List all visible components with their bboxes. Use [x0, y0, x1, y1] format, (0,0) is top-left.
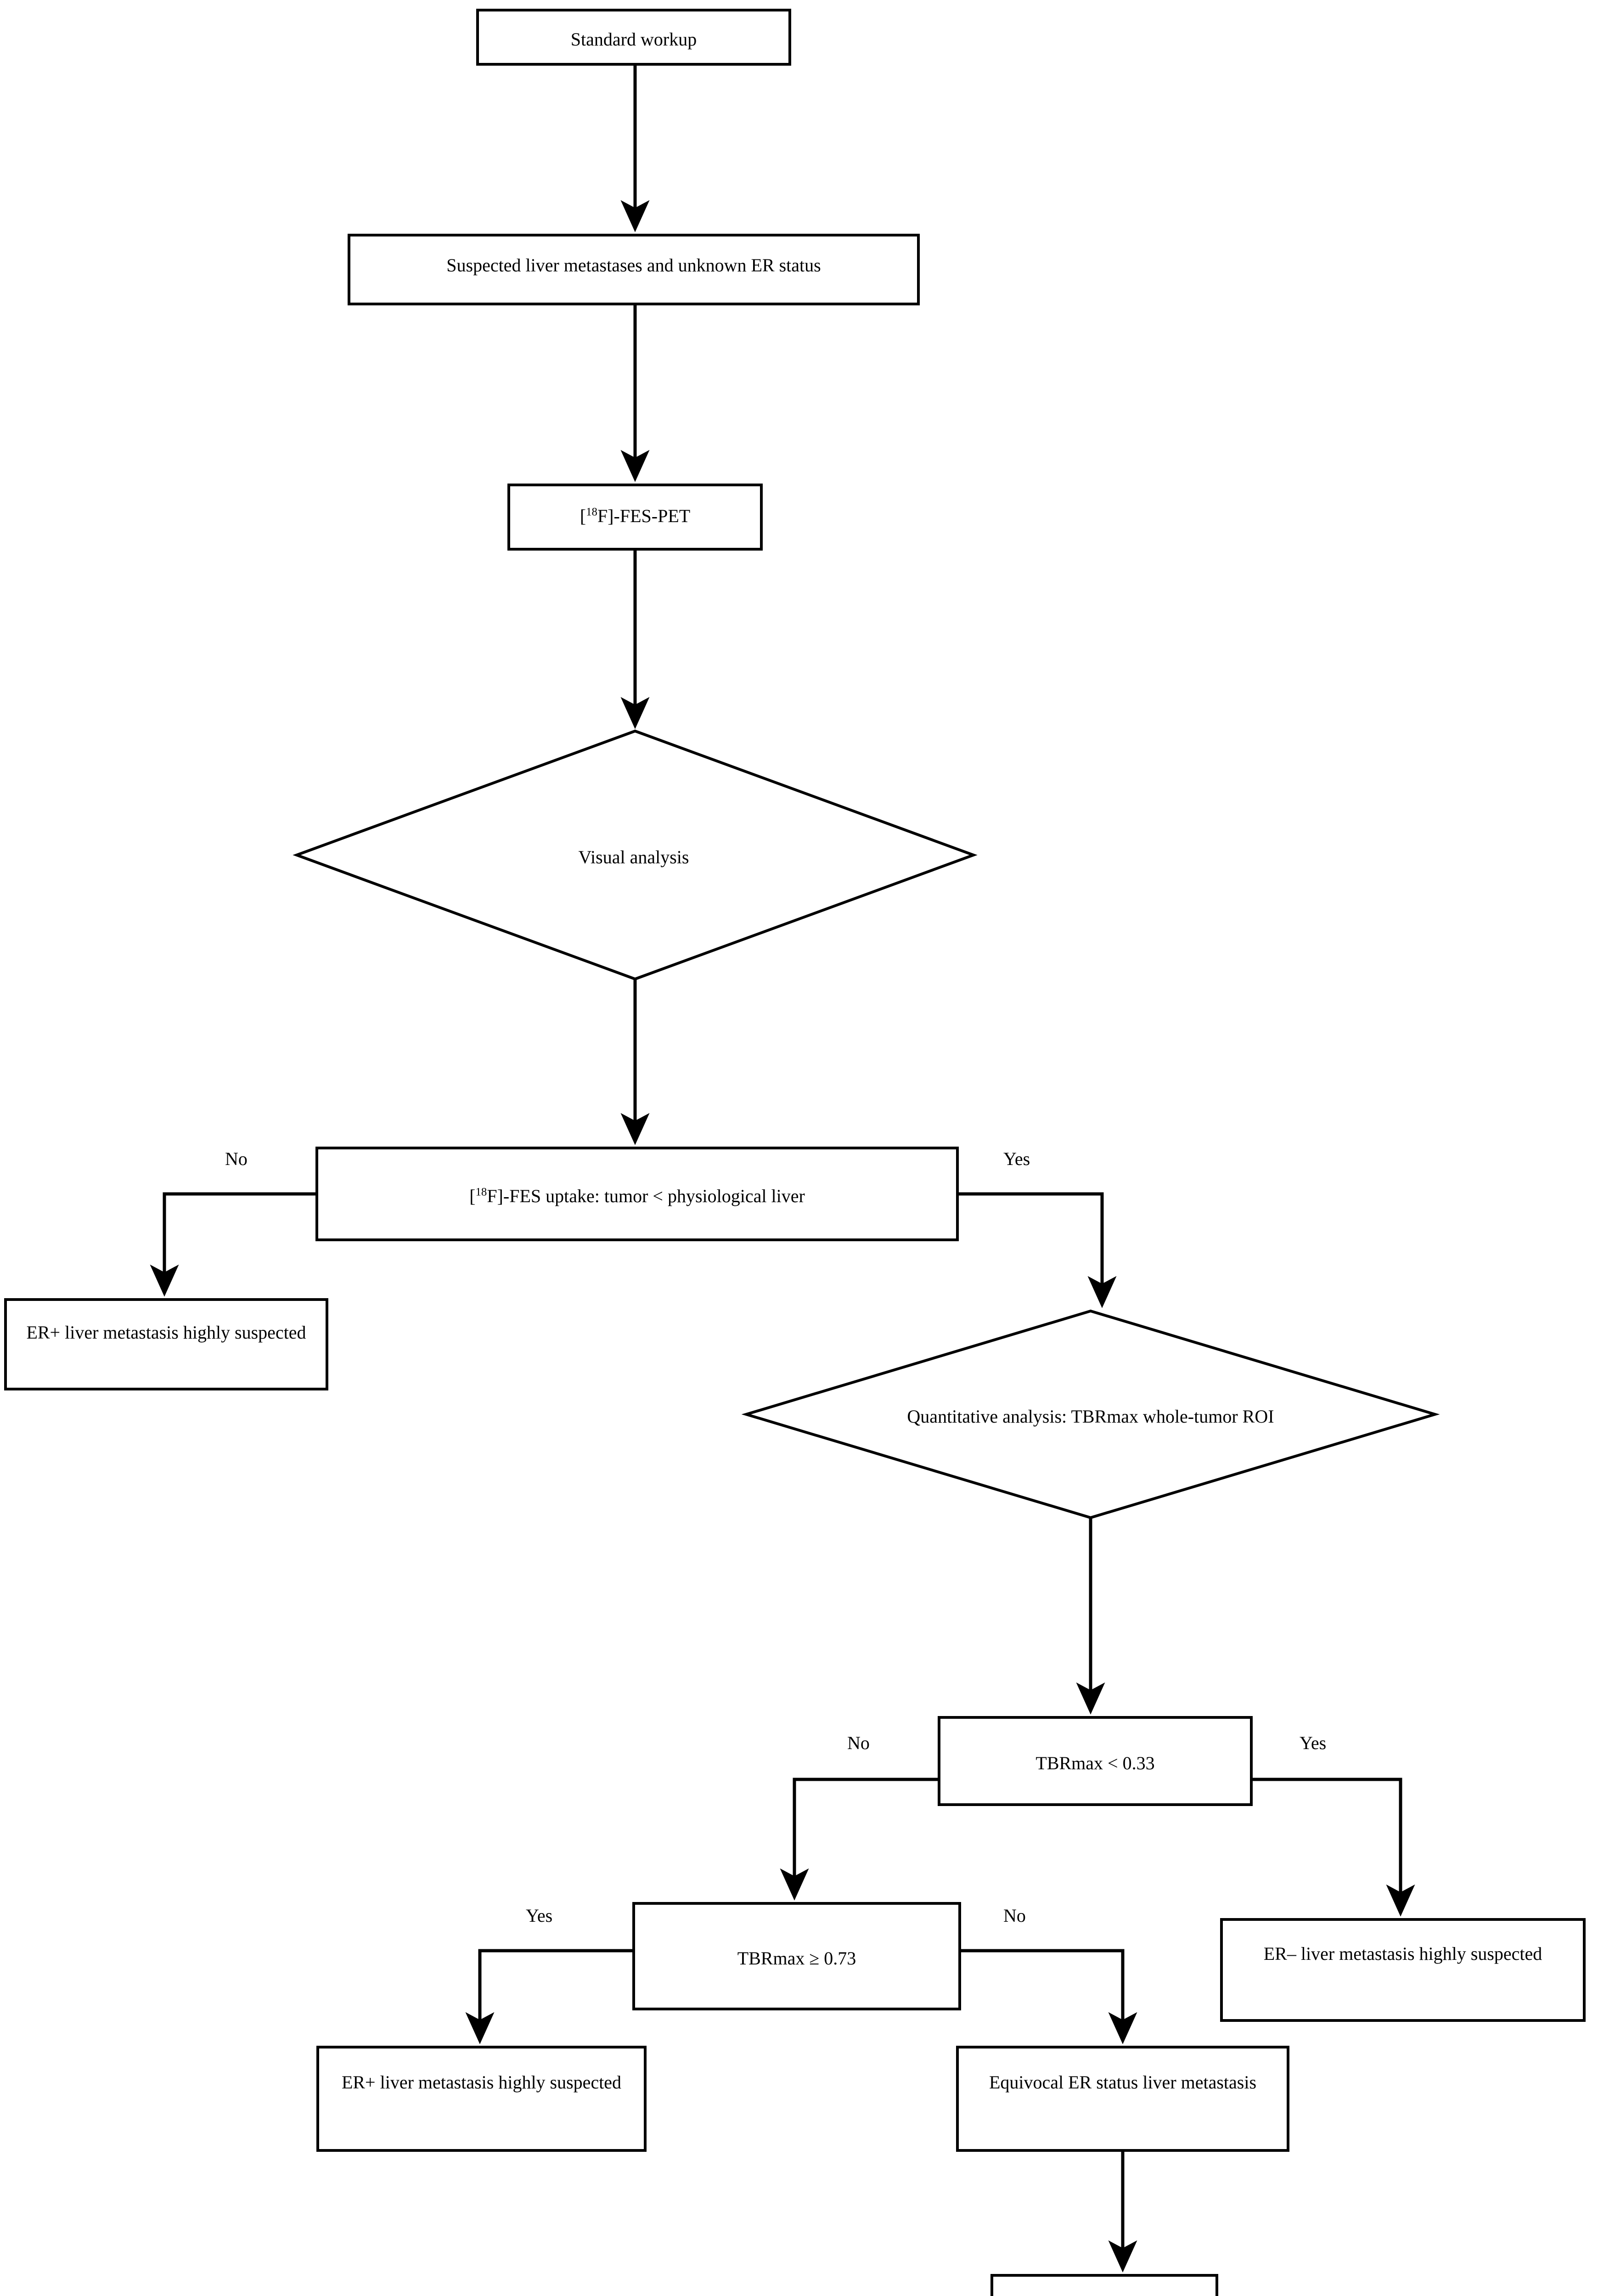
- node-quantitative-analysis: [741, 1309, 1440, 1519]
- node-er-positive-bottom: [316, 2046, 647, 2152]
- node-er-negative: [1220, 1918, 1586, 2022]
- edge-label-uptake-no: No: [225, 1148, 248, 1169]
- node-tbr-073: [632, 1902, 961, 2010]
- node-visual-analysis: [293, 729, 978, 981]
- node-fes-uptake: [315, 1147, 959, 1241]
- node-equivocal: [956, 2046, 1289, 2152]
- edge-label-tbr033-yes: Yes: [1300, 1733, 1327, 1753]
- edge-tbr033-yes: [1251, 1778, 1415, 1917]
- node-tbr-033: [938, 1716, 1253, 1806]
- node-fes-pet: [507, 484, 763, 551]
- edge-label-uptake-yes: Yes: [1003, 1148, 1030, 1169]
- node-er-positive-left: [4, 1298, 328, 1390]
- edge-tbr033-no: [780, 1778, 939, 1901]
- edge-tbr073-yes: [465, 1949, 634, 2044]
- edge-uptake-yes: [957, 1192, 1117, 1308]
- edge-tbr073-no: [960, 1949, 1137, 2044]
- edge-label-tbr033-no: No: [847, 1733, 870, 1753]
- node-standard-workup: [476, 9, 791, 66]
- node-biopsy: [990, 2274, 1218, 2296]
- edge-uptake-no: [150, 1192, 317, 1297]
- edge-label-tbr073-yes: Yes: [526, 1905, 553, 1926]
- edge-label-tbr073-no: No: [1003, 1905, 1026, 1926]
- node-suspected: [348, 234, 920, 305]
